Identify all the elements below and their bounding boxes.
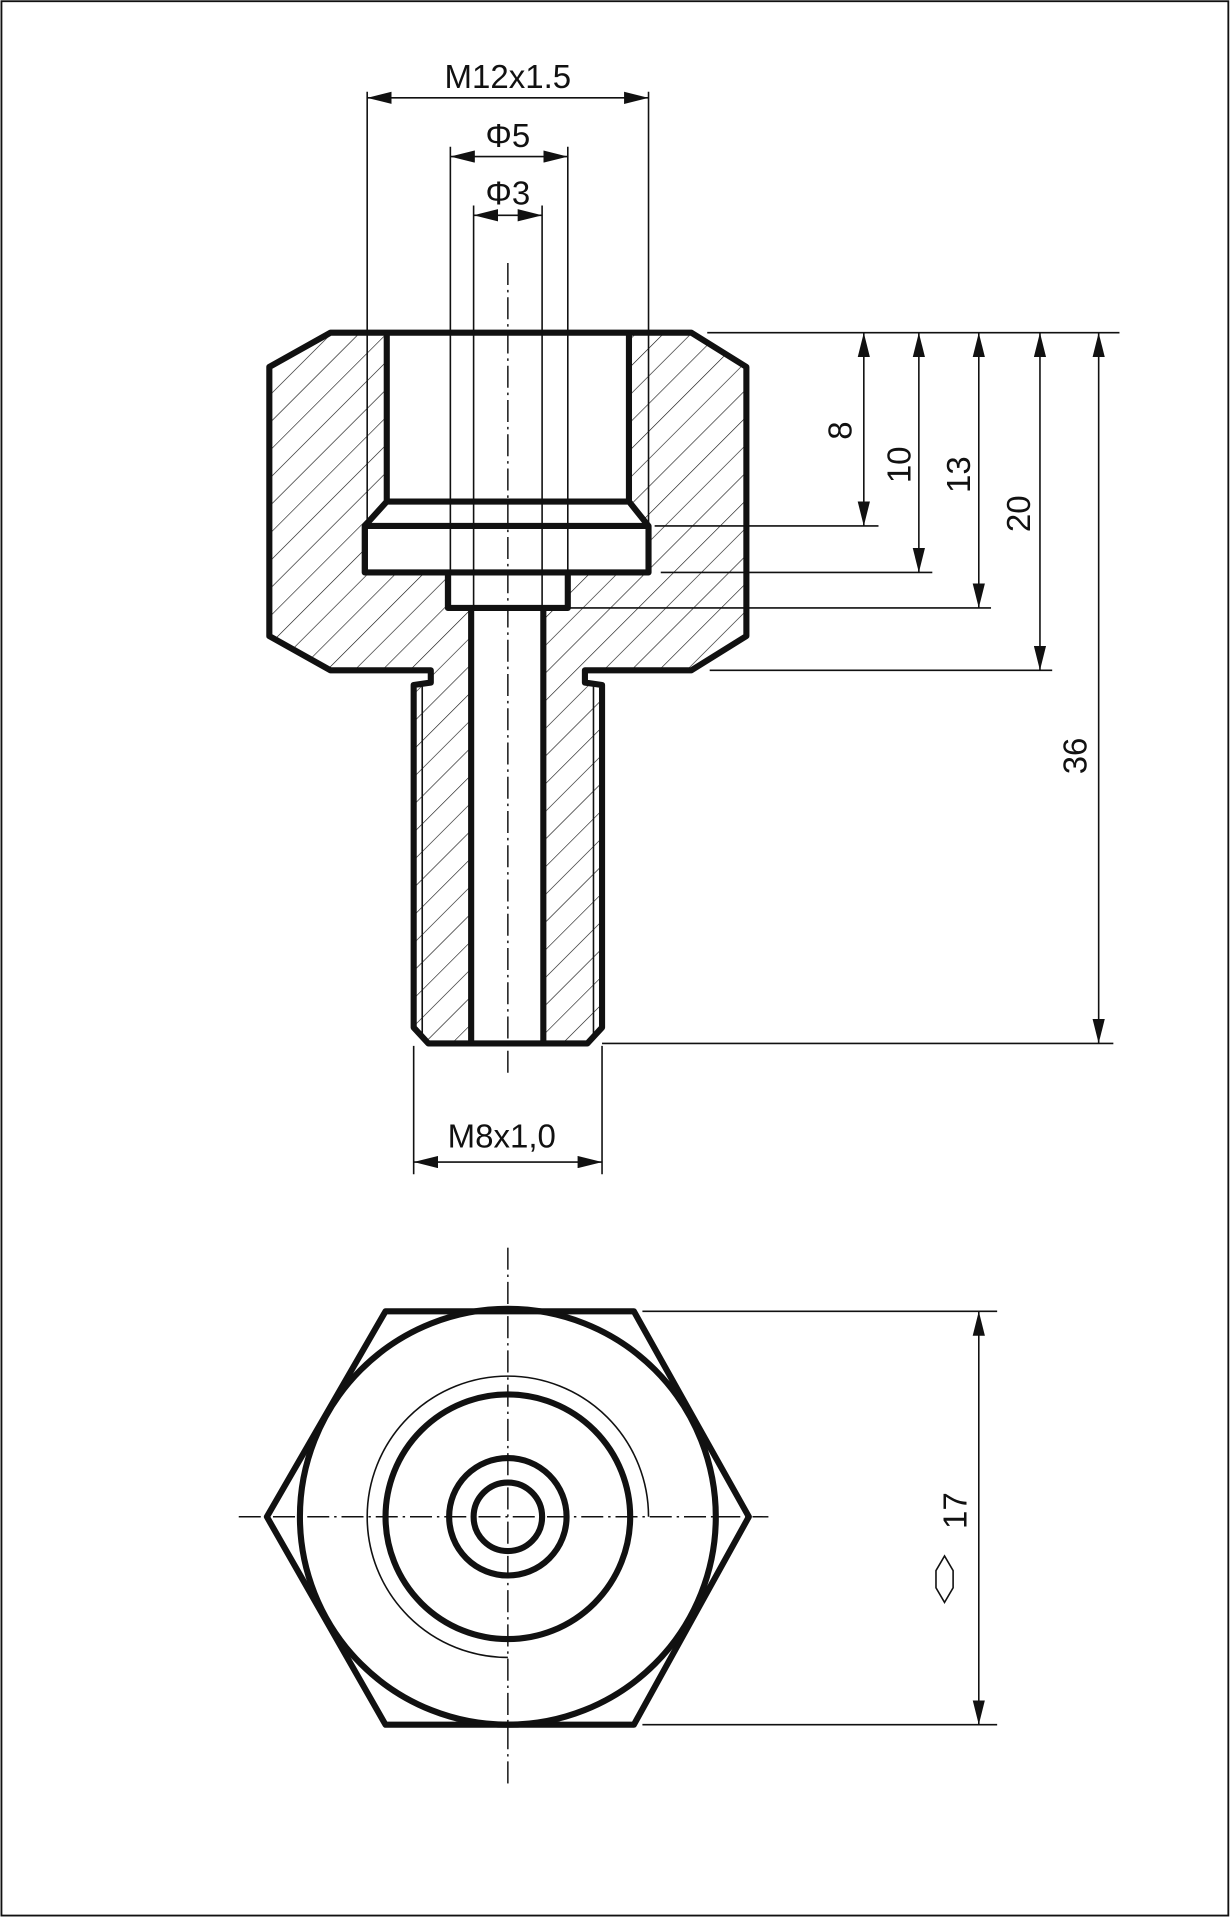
dim-20: 20: [1000, 332, 1047, 671]
dim-10: 10: [880, 332, 925, 573]
section-view: [266, 91, 750, 1077]
dim-17: 17: [642, 1310, 998, 1726]
dim-phi3-label: Φ3: [485, 174, 530, 211]
dim-8-label: 8: [822, 421, 859, 439]
dim-m8-label: M8x1,0: [448, 1117, 556, 1154]
dim-m12-label: M12x1.5: [445, 58, 572, 95]
dim-36: 36: [1056, 332, 1105, 1044]
thread-lines: [366, 91, 650, 1034]
dim-36-label: 36: [1056, 738, 1093, 775]
dim-m12: M12x1.5: [367, 58, 649, 104]
dim-20-label: 20: [1000, 495, 1037, 532]
dim-8: 8: [822, 332, 870, 526]
hex-symbol-icon: [935, 1554, 954, 1604]
outer-contour: [266, 329, 750, 1047]
bore-contour: [361, 332, 652, 1044]
dim-phi5-label: Φ5: [485, 117, 530, 154]
dim-13-label: 13: [940, 456, 977, 493]
dim-phi3: Φ3: [473, 174, 543, 222]
dim-13: 13: [940, 332, 985, 608]
dim-m8: M8x1,0: [412, 1045, 603, 1175]
dim-17-label: 17: [937, 1492, 974, 1529]
dim-phi5: Φ5: [450, 117, 568, 163]
section-hatching: [269, 332, 747, 1044]
dim-10-label: 10: [880, 446, 917, 483]
thread-arc: [366, 1375, 650, 1659]
end-view: [238, 1247, 769, 1789]
